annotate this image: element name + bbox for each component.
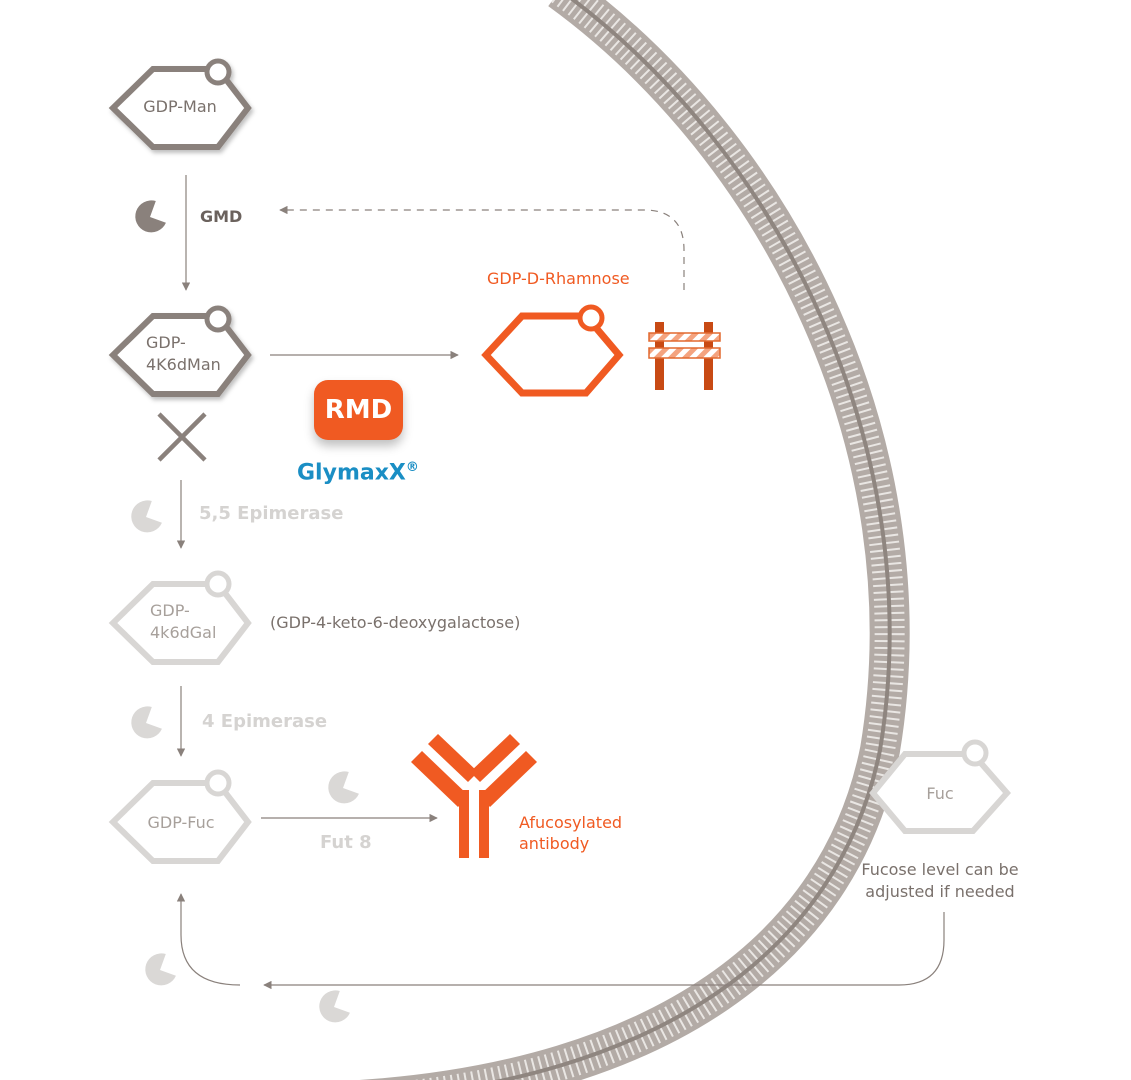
gdp-4k6dman-label-line1: GDP-: [146, 333, 186, 352]
afucosylated-label-line1: Afucosylated: [519, 813, 623, 832]
gdp-d-rhamnose-node: [481, 304, 624, 397]
gdp-4k6dgal-label-line1: GDP-: [150, 601, 190, 620]
pacman-enzyme-icon: [131, 706, 162, 739]
fuc-label: Fuc: [926, 784, 954, 803]
antibody-icon: [411, 734, 537, 858]
rmd-badge: RMD: [314, 380, 403, 440]
salvage-arrow: [263, 912, 945, 990]
gdp-d-rhamnose-label: GDP-D-Rhamnose: [487, 269, 630, 288]
fut8-label: Fut 8: [320, 832, 372, 853]
gdp-4k6dgal-label-line2: 4k6dGal: [150, 623, 217, 642]
glymaxx-logo: GlymaxX®: [297, 460, 419, 485]
gmd-label: GMD: [200, 207, 243, 226]
registered-mark: ®: [405, 460, 419, 475]
cross-icon: [157, 412, 207, 462]
epimerase-55-label: 5,5 Epimerase: [199, 503, 344, 524]
gdp-fuc-node: [108, 769, 252, 864]
afucosylated-label-line2: antibody: [519, 834, 590, 853]
pacman-enzyme-icon: [135, 200, 166, 233]
cell-membrane: [359, 0, 910, 1080]
glymaxx-text: GlymaxX: [297, 460, 406, 486]
gdp-fuc-label: GDP-Fuc: [147, 813, 215, 832]
fucose-note-line2: adjusted if needed: [865, 882, 1015, 901]
gdp-4k6dgal-node: [108, 570, 252, 665]
pacman-enzyme-icon: [145, 953, 176, 986]
epimerase-4-label: 4 Epimerase: [202, 711, 328, 732]
pacman-enzyme-icon: [131, 500, 162, 533]
gdp-4k6dman-node: [108, 305, 252, 397]
feedback-inhibition-arrow: [279, 205, 685, 290]
gdp-man-node: [108, 58, 252, 150]
road-barrier-icon: [648, 322, 721, 390]
fuc-node: [869, 739, 1012, 834]
gdp-4k6dgal-fullname: (GDP-4-keto-6-deoxygalactose): [270, 613, 521, 632]
pacman-enzyme-icon: [319, 990, 350, 1023]
salvage-return-arrow: [176, 893, 241, 986]
gdp-man-label: GDP-Man: [143, 97, 217, 116]
fucose-note-line1: Fucose level can be: [861, 860, 1019, 879]
gdp-4k6dman-label-line2: 4K6dMan: [146, 355, 221, 374]
pacman-enzyme-icon: [328, 771, 359, 804]
